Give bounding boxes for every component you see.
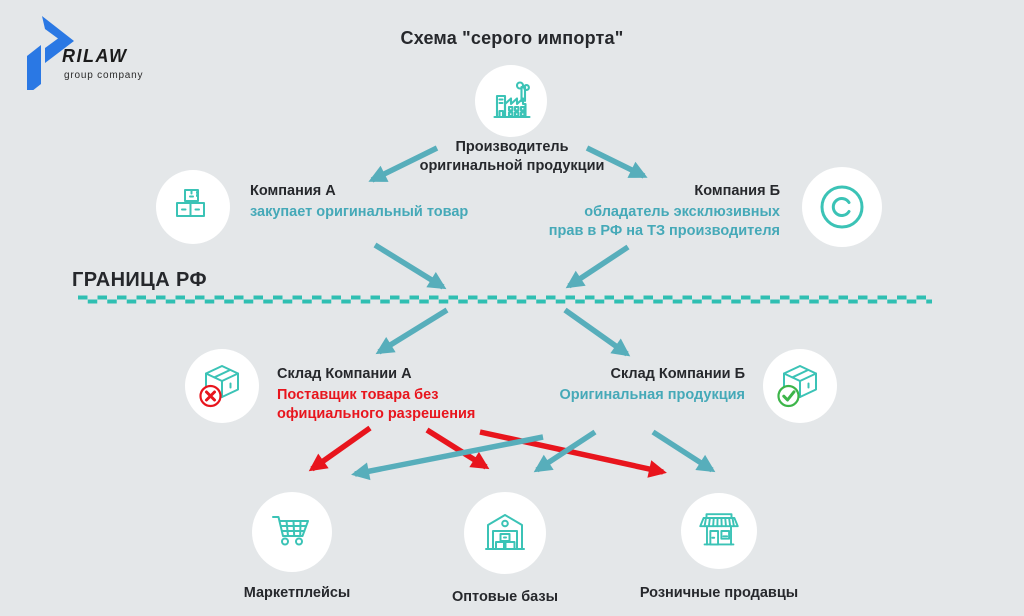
box-rejected-icon xyxy=(199,365,239,408)
company-b-subtitle: обладатель эксклюзивных прав в РФ на ТЗ … xyxy=(548,204,780,239)
company-a-labels: Компания А закупает оригинальный товар xyxy=(250,183,468,222)
arrow-warehouse-b-to-wholesale xyxy=(533,429,597,473)
warehouse-b-subtitle: Оригинальная продукция xyxy=(559,387,745,403)
wholesale-label: Оптовые базы xyxy=(452,589,558,605)
warehouse-a-title: Склад Компании А xyxy=(277,366,412,382)
arrow-border-to-warehouse-b xyxy=(563,307,631,357)
retail-node xyxy=(681,493,757,569)
company-b-title: Компания Б xyxy=(694,183,780,199)
producer-node xyxy=(475,65,547,137)
arrow-border-to-warehouse-a xyxy=(375,307,449,355)
arrow-company-a-to-border xyxy=(373,242,447,290)
warehouse-b-labels: Склад Компании Б Оригинальная продукция xyxy=(485,366,745,405)
company-a-subtitle: закупает оригинальный товар xyxy=(250,204,469,220)
prilaw-logo: RILAW group company xyxy=(18,8,168,95)
arrow-warehouse-b-to-retail xyxy=(651,429,716,473)
company-a-node xyxy=(156,170,230,244)
logo-sub-text: group company xyxy=(64,70,143,81)
page-title: Схема "серого импорта" xyxy=(400,28,624,48)
warehouse-icon xyxy=(485,514,525,550)
warehouse-a-subtitle: Поставщик товара без официального разреш… xyxy=(277,387,476,422)
warehouse-a-node xyxy=(185,349,259,423)
company-b-labels: Компания Б обладатель эксклюзивных прав … xyxy=(520,183,780,241)
storefront-icon xyxy=(699,513,739,546)
factory-icon xyxy=(493,81,531,119)
boxes-icon xyxy=(176,189,205,217)
wholesale-node xyxy=(464,492,546,574)
company-b-node xyxy=(802,167,882,247)
cart-icon xyxy=(272,516,309,546)
marketplaces-label: Маркетплейсы xyxy=(243,585,351,601)
box-approved-icon xyxy=(777,365,817,408)
copyright-icon xyxy=(820,185,864,229)
arrow-warehouse-b-to-marketplaces xyxy=(351,434,544,481)
arrow-warehouse-a-to-marketplaces xyxy=(308,425,372,472)
marketplaces-node xyxy=(252,492,332,572)
prilaw-arrow-logo-icon: RILAW group company xyxy=(27,16,143,95)
border-label: ГРАНИЦА РФ xyxy=(72,269,207,291)
warehouse-b-title: Склад Компании Б xyxy=(610,366,745,382)
arrow-warehouse-a-to-retail xyxy=(479,429,667,478)
producer-label: Производитель оригинальной продукции xyxy=(419,139,605,174)
logo-brand-text: RILAW xyxy=(62,46,128,66)
warehouse-a-labels: Склад Компании А Поставщик товара без оф… xyxy=(277,366,475,424)
arrow-company-b-to-border xyxy=(565,244,630,289)
company-a-title: Компания А xyxy=(250,183,336,199)
retail-label: Розничные продавцы xyxy=(639,585,799,601)
warehouse-b-node xyxy=(763,349,837,423)
arrow-warehouse-a-to-wholesale xyxy=(425,427,490,470)
